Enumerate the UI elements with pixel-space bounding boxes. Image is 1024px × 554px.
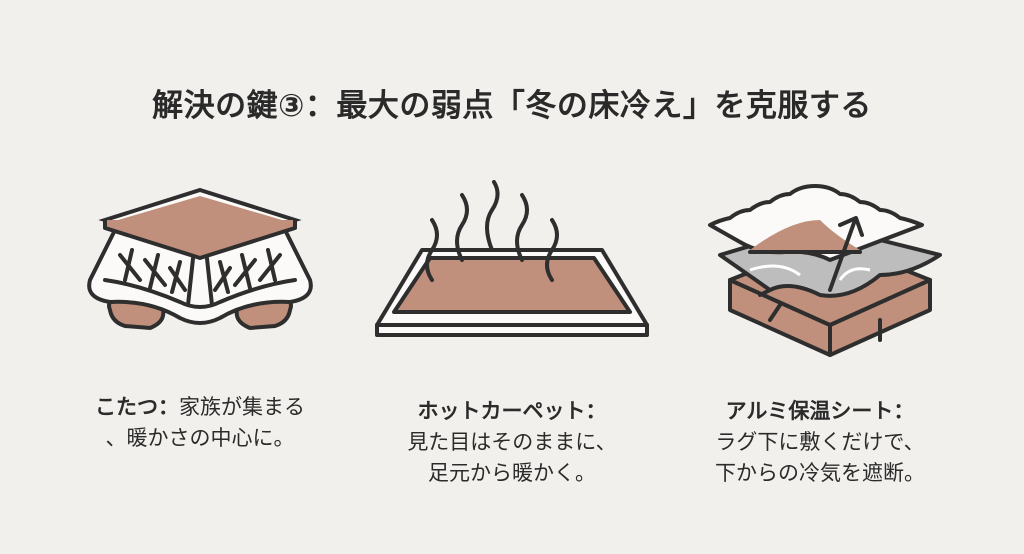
aluminum-sheet-heading: アルミ保温シート： xyxy=(725,399,915,423)
kotatsu-panel xyxy=(50,180,350,340)
heated-carpet-desc-2: 足元から暖かく。 xyxy=(428,461,596,485)
heated-carpet-desc-1: 見た目はそのままに、 xyxy=(407,430,617,454)
heated-carpet-icon xyxy=(375,180,649,337)
aluminum-sheet-panel xyxy=(680,180,980,360)
aluminum-sheet-desc-2: 下からの冷気を遮断。 xyxy=(715,461,925,485)
kotatsu-heading: こたつ： xyxy=(95,395,179,419)
heated-carpet-heading: ホットカーペット： xyxy=(417,399,607,423)
aluminum-sheet-icon xyxy=(708,184,942,357)
page-title: 解決の鍵③：最大の弱点「冬の床冷え」を克服する xyxy=(152,88,872,124)
heated-carpet-panel xyxy=(362,180,662,350)
kotatsu-desc-1: 家族が集まる xyxy=(179,395,305,419)
kotatsu-icon xyxy=(87,187,313,331)
kotatsu-caption: こたつ：家族が集まる 、暖かさの中心に。 xyxy=(40,392,360,454)
heated-carpet-caption: ホットカーペット： 見た目はそのままに、 足元から暖かく。 xyxy=(352,396,672,489)
aluminum-sheet-caption: アルミ保温シート： ラグ下に敷くだけで、 下からの冷気を遮断。 xyxy=(660,396,980,489)
kotatsu-desc-2: 、暖かさの中心に。 xyxy=(105,426,295,450)
aluminum-sheet-desc-1: ラグ下に敷くだけで、 xyxy=(715,430,925,454)
